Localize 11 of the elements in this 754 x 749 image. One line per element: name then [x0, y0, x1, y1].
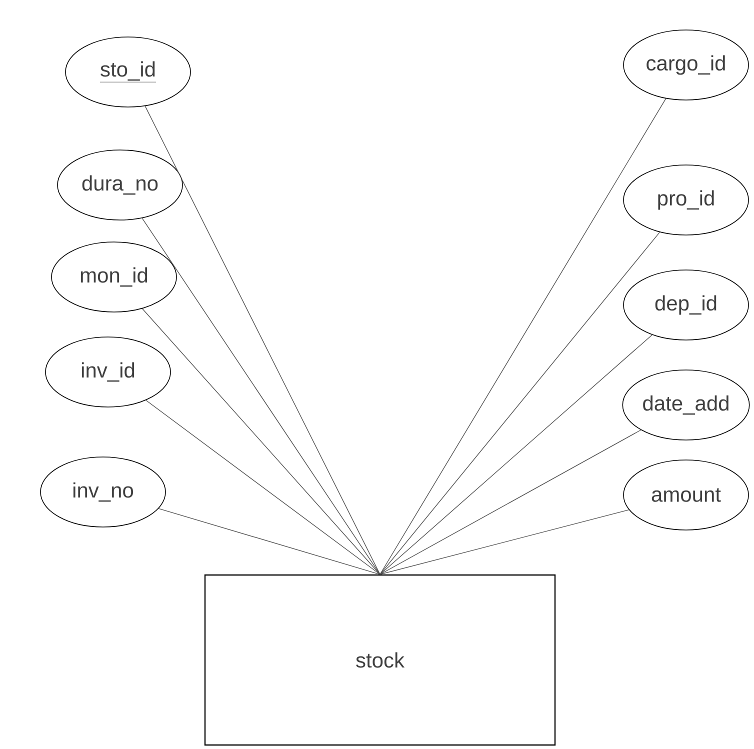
connector-line — [380, 334, 652, 575]
entity-box: stock — [204, 574, 556, 746]
connector-line — [380, 430, 642, 575]
connector-line — [380, 232, 660, 575]
connector-line — [380, 98, 666, 575]
connector-line — [142, 218, 380, 575]
connector-line — [380, 509, 630, 575]
connector-line — [144, 106, 380, 575]
connector-line — [142, 308, 380, 575]
connector-line — [158, 508, 380, 575]
connector-line — [146, 400, 380, 575]
